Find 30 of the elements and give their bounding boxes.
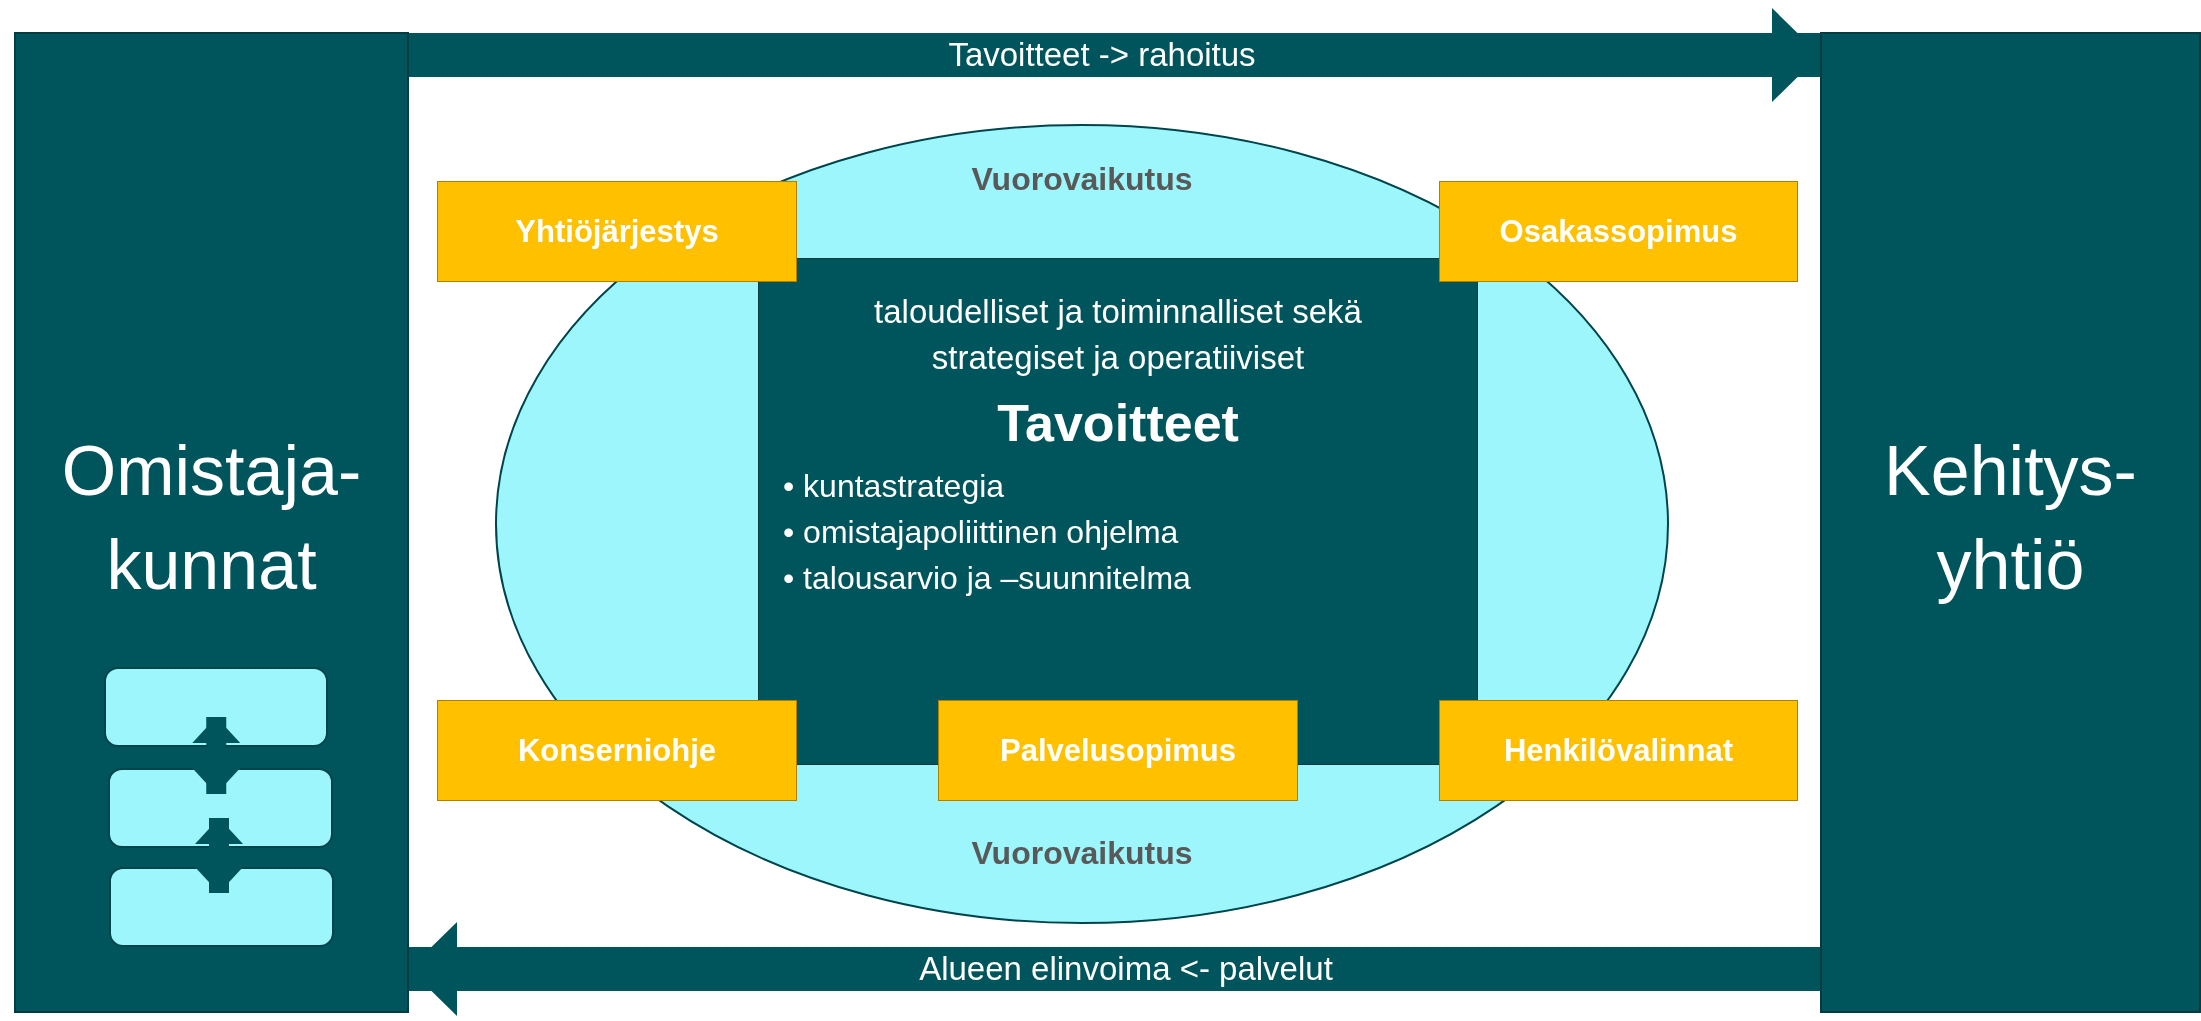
document-label: Palvelusopimus bbox=[1000, 732, 1236, 769]
document-box bbox=[938, 700, 1298, 801]
goal-item: • omistajapoliittinen ohjelma bbox=[783, 513, 1180, 552]
document-box bbox=[1439, 181, 1798, 282]
double-arrow bbox=[192, 717, 241, 794]
goal-item: • kuntastrategia bbox=[783, 467, 1006, 506]
document-label: Yhtiöjärjestys bbox=[515, 213, 719, 250]
flow-arrow bbox=[409, 8, 1820, 102]
document-label: Henkilövalinnat bbox=[1503, 732, 1734, 769]
goals-intro: taloudelliset ja toiminnalliset sekä strategiset ja operatiiviset bbox=[873, 292, 1363, 378]
double-arrow bbox=[195, 818, 243, 893]
document-box bbox=[437, 181, 797, 282]
process-box bbox=[109, 867, 334, 947]
goal-item: • talousarvio ja –suunnitelma bbox=[783, 559, 1192, 598]
document-label: Osakassopimus bbox=[1499, 213, 1738, 250]
process-box bbox=[108, 768, 333, 848]
goals-heading: Tavoitteet bbox=[996, 393, 1240, 454]
entity-panel bbox=[1820, 32, 2201, 1013]
interaction-label: Vuorovaikutus bbox=[971, 161, 1193, 198]
entity-title: Kehitys- yhtiö bbox=[1883, 431, 2138, 606]
entity-panel bbox=[14, 32, 409, 1013]
edge-label: Alueen elinvoima <- palvelut bbox=[919, 950, 1333, 988]
document-label: Konserniohje bbox=[517, 732, 717, 769]
flow-arrow bbox=[409, 922, 1820, 1016]
edge-label: Tavoitteet -> rahoitus bbox=[948, 36, 1256, 74]
process-box bbox=[104, 667, 328, 747]
document-box bbox=[437, 700, 797, 801]
document-box bbox=[1439, 700, 1798, 801]
interaction-label: Vuorovaikutus bbox=[971, 835, 1193, 872]
entity-title: Omistaja- kunnat bbox=[60, 431, 363, 606]
